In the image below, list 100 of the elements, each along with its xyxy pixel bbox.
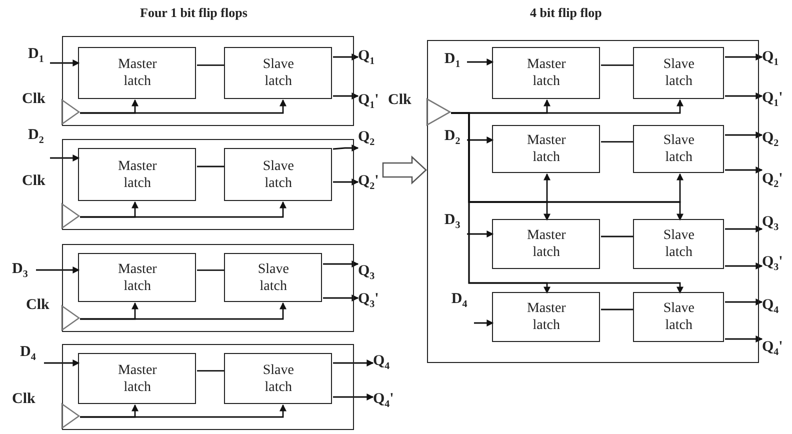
clock-label: Clk: [12, 390, 36, 408]
pin-label: Q$_{3}$': [762, 253, 783, 277]
connector-arrow: [451, 112, 684, 294]
connector-arrow: [333, 54, 359, 60]
pin-label: Q$_{1}$: [358, 47, 375, 71]
latch-box: [492, 47, 600, 100]
pin-label: D$_{4}$: [451, 290, 468, 314]
pin-label: D$_{2}$: [28, 126, 44, 150]
connector-arrow: [725, 336, 763, 342]
latch-label: Slave latch: [662, 132, 696, 166]
connector-arrow: [80, 201, 286, 218]
connector-arrow: [332, 144, 359, 152]
clock-label: Clk: [388, 91, 412, 109]
connector-line: [197, 370, 225, 372]
connector-arrow: [50, 60, 80, 66]
pin-label: D$_{1}$: [444, 50, 460, 74]
connector-line: [601, 308, 634, 310]
block-arrow: [382, 156, 427, 184]
clock-label: Clk: [26, 296, 50, 314]
clock-input-triangle: [62, 306, 80, 330]
latch-label: Master latch: [526, 227, 567, 262]
clock-input-triangle: [62, 100, 80, 124]
pin-label: Q$_{2}$: [762, 129, 779, 153]
connector-arrow: [474, 320, 494, 326]
pin-label: Q$_{3}$': [358, 290, 379, 314]
latch-label: Master latch: [526, 56, 567, 90]
connector-arrow: [333, 360, 374, 366]
clock-label: Clk: [22, 172, 46, 190]
connector-arrow: [725, 298, 763, 306]
connector-line: [601, 236, 634, 238]
pin-label: D$_{3}$: [12, 260, 28, 284]
connector-arrow: [467, 230, 494, 238]
pin-label: Q$_{4}$: [762, 296, 779, 320]
connector-arrow: [467, 58, 494, 66]
pin-label: Q$_{3}$: [358, 262, 375, 286]
connector-arrow: [725, 226, 763, 232]
latch-box: [78, 47, 196, 100]
latch-label: Slave latch: [256, 260, 290, 295]
connector-line: [197, 64, 225, 66]
diagram-heading: 4 bit flip flop: [530, 4, 602, 22]
latch-label: Slave latch: [262, 56, 295, 90]
clock-input-triangle: [427, 99, 450, 126]
latch-box: [224, 47, 332, 100]
clock-label: Clk: [22, 90, 46, 108]
clock-input-triangle: [62, 404, 80, 428]
latch-label: Master latch: [526, 132, 567, 166]
pin-label: D$_{2}$: [444, 127, 460, 152]
flip-flop-box: [62, 36, 354, 126]
pin-label: Q$_{3}$: [762, 213, 779, 237]
latch-label: Master latch: [116, 56, 158, 90]
connector-arrow: [725, 54, 763, 60]
latch-box: [633, 125, 724, 174]
connector-arrow: [44, 360, 80, 366]
connector-arrow: [725, 132, 763, 138]
connector-arrow: [333, 92, 359, 100]
connector-arrow: [80, 404, 286, 418]
flip-flop-box: [62, 344, 354, 430]
latch-box: [224, 253, 322, 302]
connector-line: [601, 141, 634, 143]
connector-arrow: [725, 166, 763, 174]
connector-arrow: [50, 154, 80, 162]
clock-input-triangle: [62, 204, 80, 228]
latch-label: Slave latch: [262, 362, 295, 396]
connector-line: [197, 269, 225, 271]
pin-label: D$_{4}$: [20, 343, 36, 367]
latch-box: [633, 219, 724, 270]
diagram-heading: Four 1 bit flip flops: [140, 4, 248, 22]
latch-box: [224, 353, 332, 404]
connector-arrow: [80, 99, 286, 114]
connector-arrow: [333, 178, 359, 186]
connector-arrow: [725, 262, 763, 270]
latch-box: [492, 219, 600, 270]
connector-arrow: [333, 394, 374, 400]
flip-flop-box: [62, 139, 354, 230]
latch-box: [633, 47, 724, 100]
pin-label: D$_{1}$: [28, 45, 44, 69]
latch-label: Slave latch: [262, 158, 295, 192]
connector-arrow: [725, 92, 763, 100]
pin-label: Q$_{2}$': [358, 172, 379, 196]
latch-box: [78, 148, 196, 202]
latch-label: Master latch: [116, 260, 158, 295]
connector-line: [197, 166, 225, 168]
latch-label: Master latch: [116, 362, 158, 396]
flip-flop-box: [62, 244, 354, 332]
latch-label: Slave latch: [662, 300, 696, 334]
pin-label: Q$_{4}$': [373, 390, 394, 414]
latch-label: Slave latch: [662, 56, 696, 90]
connector-arrow: [323, 294, 359, 302]
latch-box: [78, 353, 196, 404]
latch-box: [492, 125, 600, 174]
connector-line: [601, 64, 634, 66]
pin-label: Q$_{2}$: [358, 128, 375, 152]
connector-arrow: [323, 260, 359, 268]
pin-label: Q$_{4}$': [762, 338, 783, 362]
pin-label: Q$_{1}$': [762, 89, 783, 113]
latch-label: Slave latch: [662, 227, 696, 262]
latch-label: Master latch: [116, 158, 158, 192]
latch-box: [633, 292, 724, 342]
pin-label: Q$_{2}$': [762, 170, 783, 194]
flip-flop-box: [427, 40, 759, 363]
